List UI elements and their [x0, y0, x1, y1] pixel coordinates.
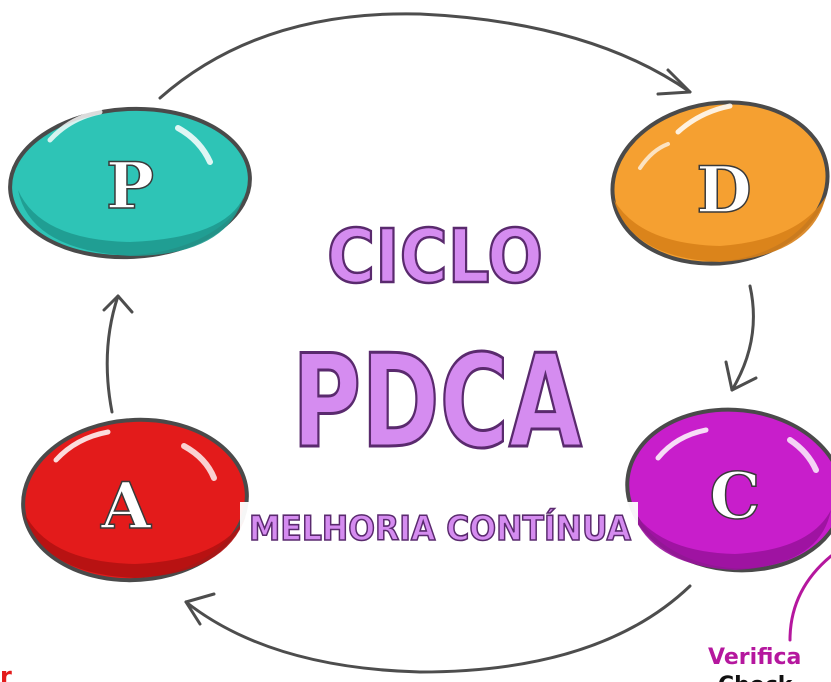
node-letter-a: A [100, 469, 152, 544]
arrow-a-to-p [105, 294, 120, 414]
arrow-c-to-a [184, 584, 692, 674]
arrowhead-p-to-d [656, 68, 692, 96]
node-letter-p: P [106, 149, 154, 224]
callout-line [788, 554, 831, 642]
node-letter-c: C [710, 459, 761, 534]
label-agir-fragment: r [0, 662, 12, 682]
cycle-arrows [102, 12, 758, 674]
side-label-check: Verifica Check [708, 554, 831, 682]
subtitle-melhoria-continua: MELHORIA CONTÍNUA [249, 508, 632, 549]
node-letter-d: D [696, 153, 752, 228]
label-verificar: Verifica [708, 645, 801, 670]
title-pdca: PDCA [292, 328, 582, 477]
arrow-p-to-d [158, 12, 692, 100]
arrowhead-a-to-p [102, 294, 134, 314]
node-plan: P [8, 106, 252, 260]
node-check: C [625, 407, 831, 573]
title-ciclo: CICLO [327, 214, 543, 300]
arrowhead-c-to-a [184, 592, 216, 626]
node-do: D [610, 100, 830, 266]
side-label-act: r [0, 662, 12, 682]
label-check: Check [718, 673, 794, 682]
node-act: A [21, 417, 249, 583]
arrow-d-to-c [730, 284, 755, 392]
central-title: CICLO PDCA MELHORIA CONTÍNUA [240, 213, 638, 552]
arrowhead-d-to-c [724, 360, 758, 392]
